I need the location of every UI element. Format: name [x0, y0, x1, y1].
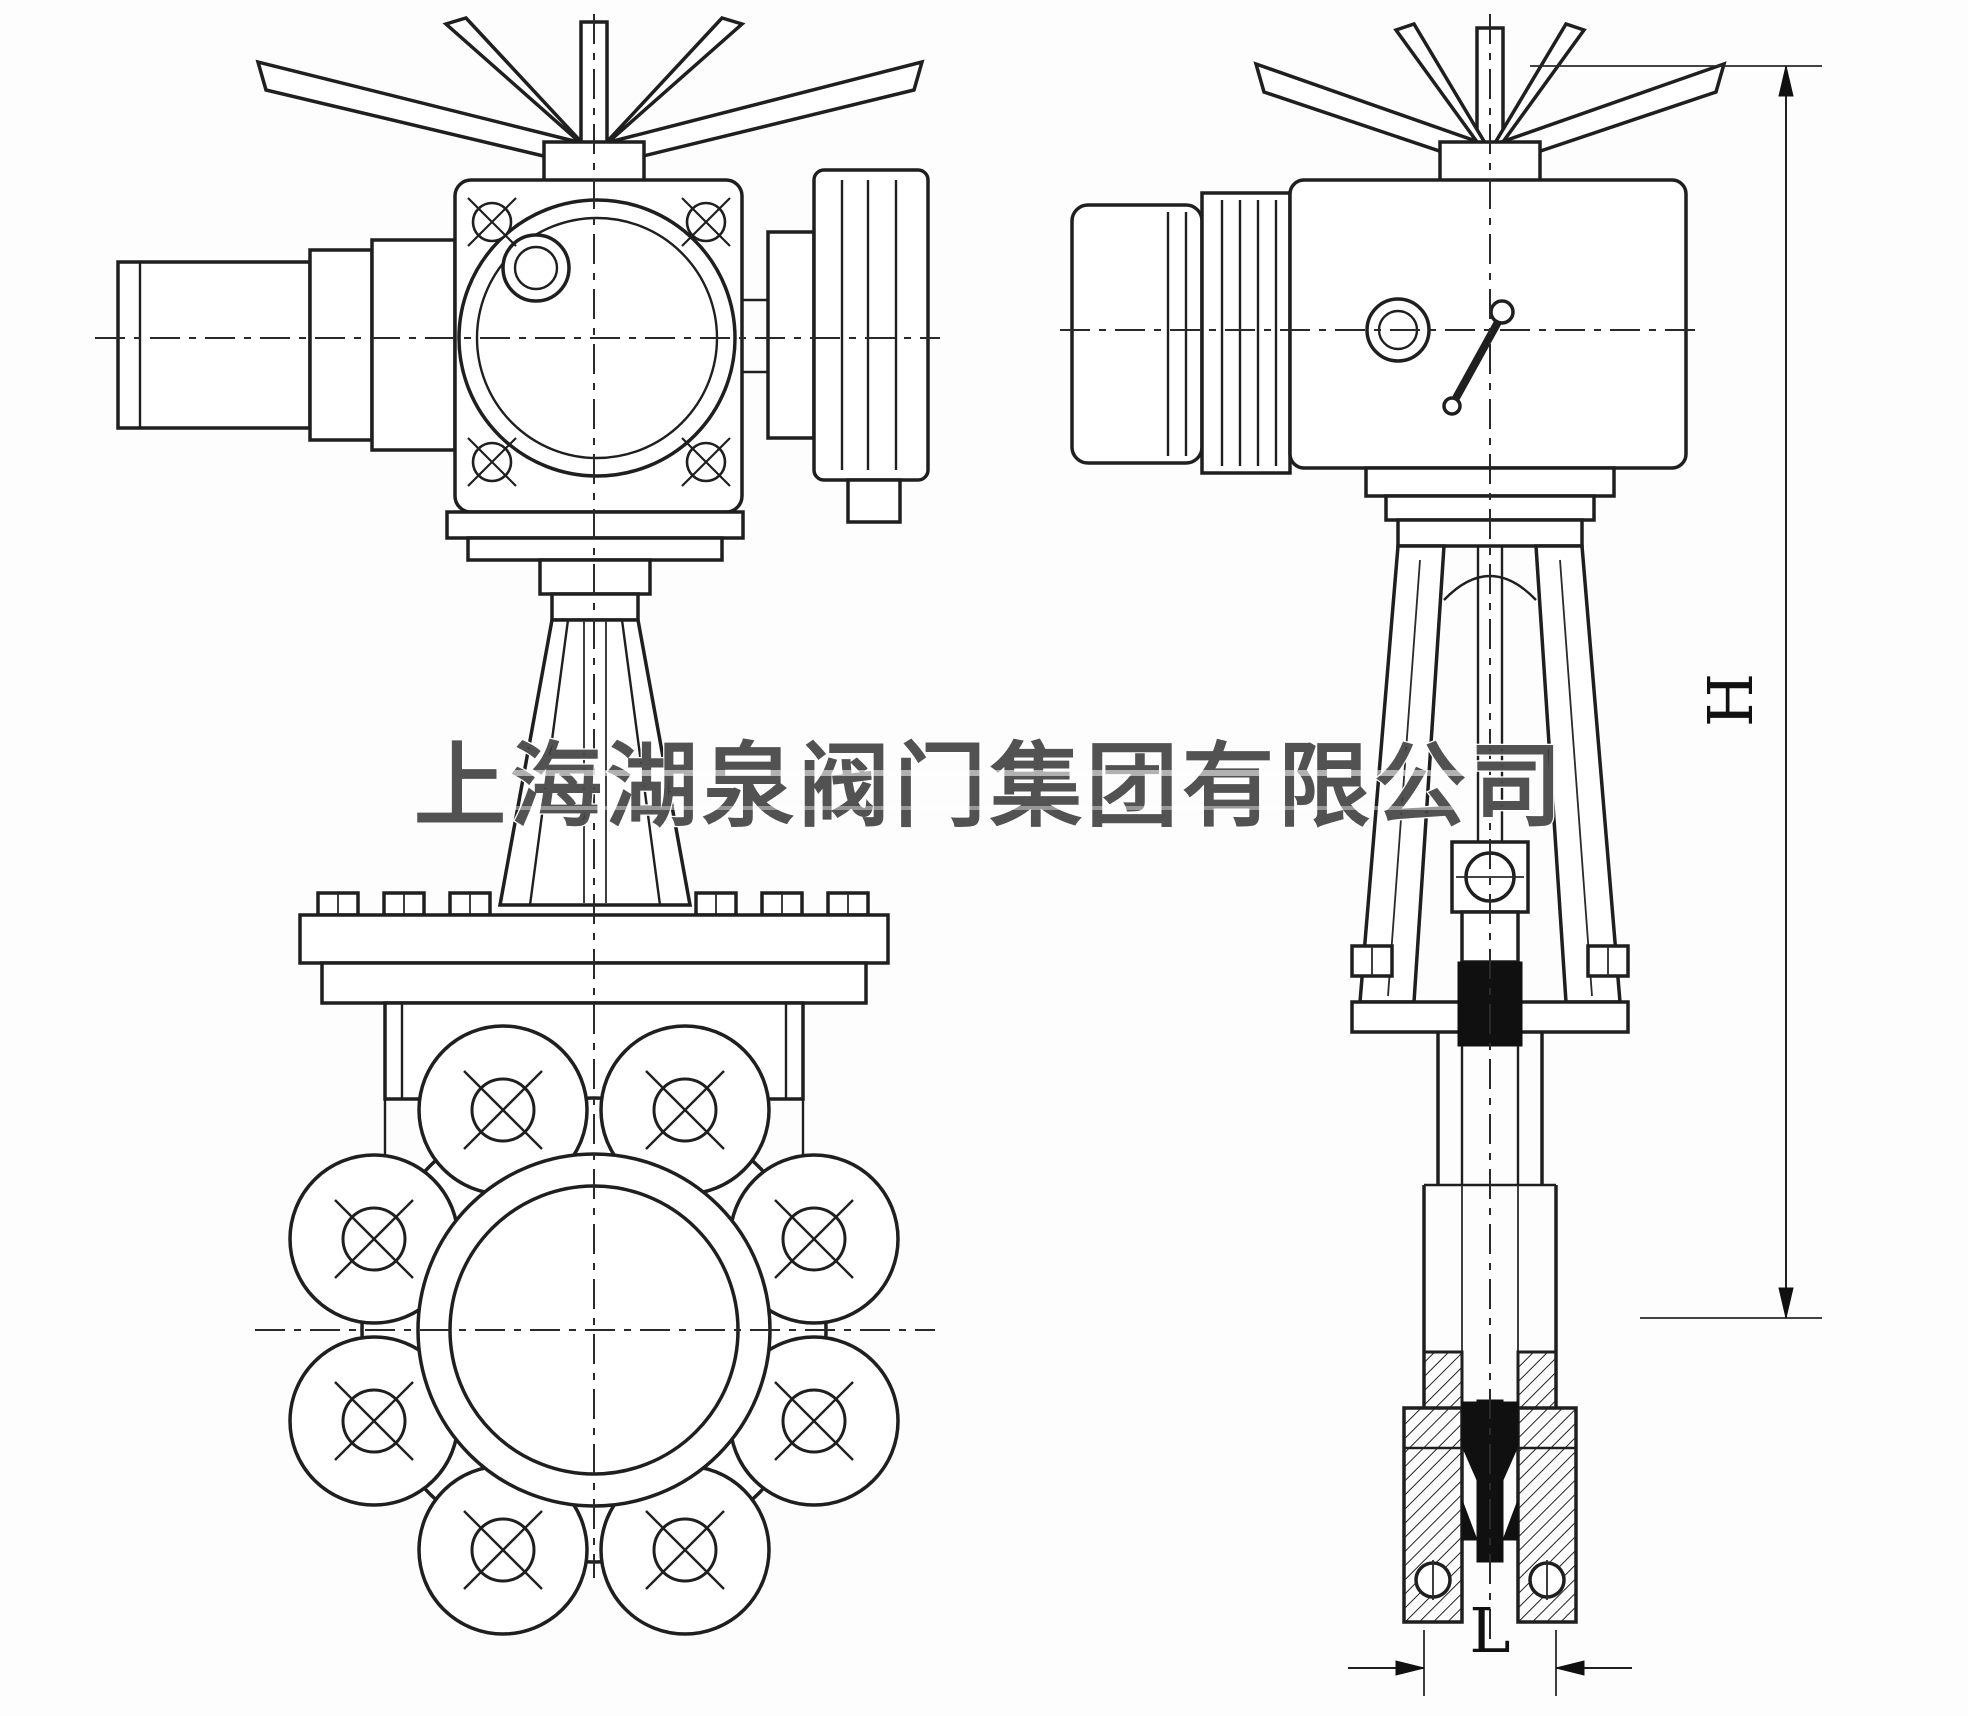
bonnet-flange-front: [298, 891, 890, 1005]
motor-step: [308, 248, 374, 442]
lever-knob: [1489, 299, 1515, 325]
handwheel-front: [255, 16, 925, 184]
cover-bolt-icon: [466, 196, 518, 248]
arrowhead-icon: [1555, 1660, 1585, 1676]
cover-bolt-icon: [680, 196, 732, 248]
lug-bolt-icon: [644, 1069, 726, 1151]
cover-bolt-icon: [466, 436, 518, 488]
side-handwheel-block: [846, 478, 902, 524]
lug-bolt-icon: [773, 1198, 855, 1280]
watermark-text: 上海湖泉阀门集团有限公司: [414, 736, 1566, 838]
lug-bolt-icon: [462, 1509, 544, 1591]
arrowhead-icon: [1395, 1660, 1425, 1676]
seat-section: [1502, 1499, 1519, 1541]
motor-adapter: [370, 238, 457, 452]
section-bottom-side: [1402, 1350, 1578, 1624]
lug-bolt-icon: [333, 1198, 415, 1280]
arrowhead-icon: [1778, 65, 1794, 97]
lug-bolt-icon: [462, 1069, 544, 1151]
watermark-streak: [505, 770, 1470, 776]
actuator-housing: [1288, 178, 1688, 470]
arrowhead-icon: [1778, 1287, 1794, 1319]
actuator-side: [1288, 178, 1688, 470]
seat-section: [1502, 1401, 1519, 1481]
cover-bolt-icon: [680, 436, 732, 488]
watermark-streak: [505, 806, 1470, 810]
actuator-front: [453, 178, 744, 514]
front-view: [95, 14, 940, 1636]
dimension-L: L: [1348, 1594, 1632, 1696]
top-flange-lower-plate: [320, 961, 868, 1005]
gate-knife-section: [1476, 1399, 1504, 1563]
dimension-H: H: [1530, 65, 1822, 1319]
side-handwheel-hub: [766, 230, 816, 440]
seat-section: [1461, 1499, 1478, 1541]
indicator-port: [501, 233, 571, 303]
motor-body: [116, 260, 312, 430]
handwheel-side: [1253, 21, 1727, 184]
motor-body: [1070, 203, 1204, 465]
motor-side: [1070, 191, 1292, 475]
dimension-label-H: H: [1694, 673, 1767, 727]
lug-bolt-icon: [333, 1380, 415, 1462]
watermark: 上海湖泉阀门集团有限公司: [413, 735, 1566, 840]
motor-front: [116, 238, 457, 452]
dimension-label-L: L: [1469, 1594, 1510, 1667]
side-view: [1060, 14, 1727, 1640]
lug-bolt-icon: [644, 1509, 726, 1591]
yoke-body: [497, 618, 693, 907]
lug-bolt-icon: [773, 1380, 855, 1462]
yoke-front: [497, 618, 693, 907]
seat-section: [1461, 1401, 1478, 1481]
indicator-port-inner: [513, 245, 559, 291]
lug-flange-front: [288, 1024, 900, 1636]
lever-end: [1442, 396, 1462, 416]
side-handwheel-front: [742, 168, 930, 524]
side-handwheel-disc: [812, 168, 930, 482]
